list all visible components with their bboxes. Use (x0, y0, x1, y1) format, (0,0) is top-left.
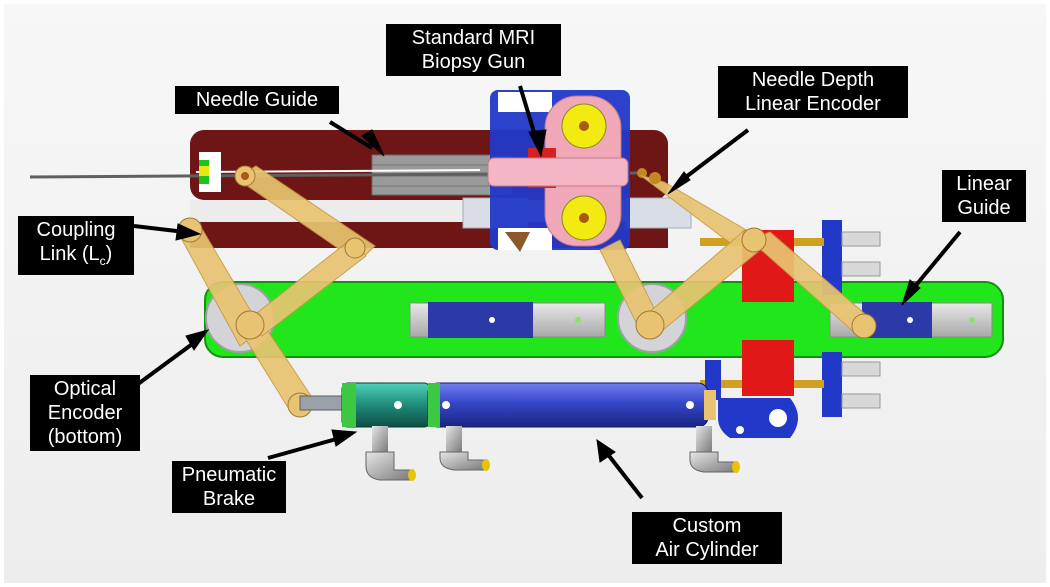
air-cylinder-barrel (427, 382, 709, 428)
label-optical-encoder-line1: Optical (53, 378, 117, 400)
label-air-cylinder: Custom Air Cylinder (632, 512, 782, 564)
label-pneumatic-brake-line1: Pneumatic (181, 464, 277, 486)
label-linear-guide-line1: Linear (956, 173, 1012, 195)
pneumatic-fittings (365, 426, 740, 481)
label-biopsy-gun-line2: Biopsy Gun (421, 51, 526, 73)
linear-carriage-left (428, 302, 533, 338)
label-needle-guide-line1: Needle Guide (195, 89, 319, 111)
red-block-bottom (742, 340, 794, 396)
leader-arrows (133, 85, 962, 500)
label-pneumatic-brake: Pneumatic Brake (172, 461, 286, 513)
label-optical-encoder: Optical Encoder (bottom) (30, 375, 140, 451)
label-needle-depth-line1: Needle Depth (751, 69, 875, 91)
label-coupling-link-prefix: Link (L (39, 243, 100, 265)
label-linear-guide-line2: Guide (957, 197, 1011, 219)
label-biopsy-gun: Standard MRI Biopsy Gun (386, 24, 561, 76)
label-needle-depth-encoder: Needle Depth Linear Encoder (718, 66, 908, 118)
label-needle-guide: Needle Guide (175, 86, 339, 114)
label-optical-encoder-line2: Encoder (47, 402, 123, 424)
label-coupling-link-sub: c (99, 254, 106, 268)
encoder-mount-bottom (822, 352, 842, 417)
label-pneumatic-brake-line2: Brake (202, 488, 256, 510)
label-air-cylinder-line1: Custom (672, 515, 742, 537)
label-linear-guide: Linear Guide (942, 170, 1026, 222)
label-air-cylinder-line2: Air Cylinder (655, 539, 759, 561)
encoder-mount-top (822, 220, 842, 295)
label-coupling-link-line2: Link (Lc) (24, 242, 128, 273)
label-optical-encoder-line3: (bottom) (47, 426, 123, 448)
label-coupling-link-line1: Coupling (36, 219, 116, 241)
label-coupling-link: Coupling Link (Lc) (18, 216, 134, 275)
label-coupling-link-suffix: ) (105, 243, 113, 265)
label-biopsy-gun-line1: Standard MRI (411, 27, 536, 49)
label-needle-depth-line2: Linear Encoder (745, 93, 881, 115)
